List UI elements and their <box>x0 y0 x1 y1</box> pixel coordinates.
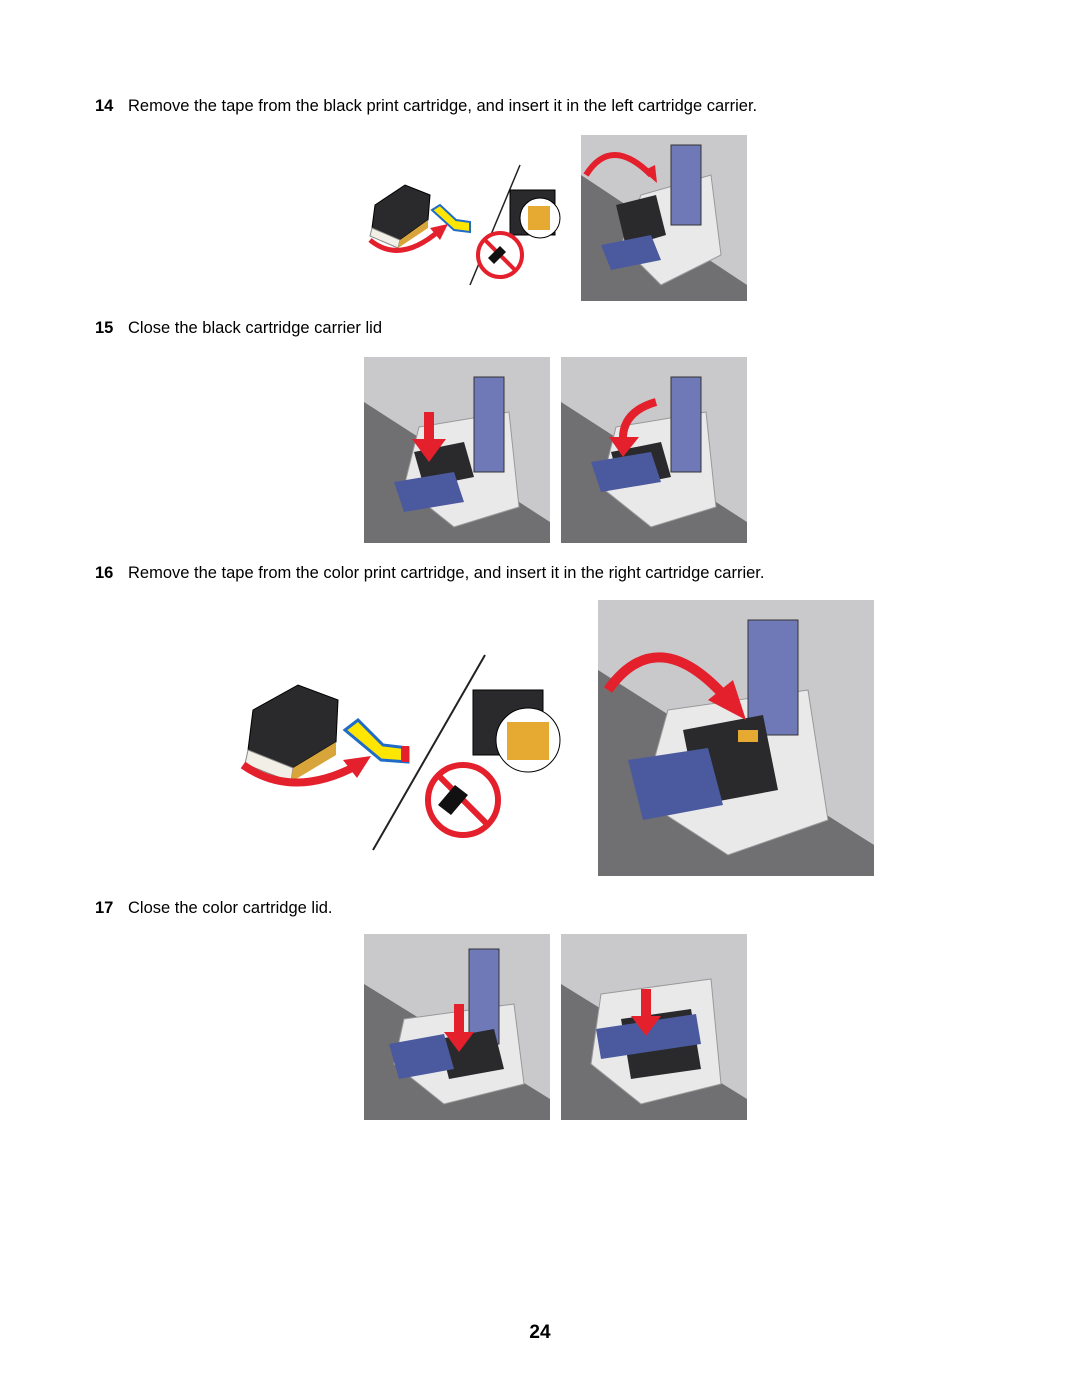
step-number: 14 <box>95 97 114 115</box>
insert-color-cartridge-panel <box>598 600 874 876</box>
step-text: Remove the tape from the color print car… <box>128 564 765 582</box>
close-color-lid-panel-2 <box>561 934 747 1120</box>
step-number: 16 <box>95 564 114 582</box>
close-color-lid-panel-1 <box>364 934 550 1120</box>
remove-tape-black-cartridge-illustration <box>368 164 561 286</box>
step-14: 14 Remove the tape from the black print c… <box>95 96 757 116</box>
step-text: Remove the tape from the black print car… <box>128 97 758 115</box>
step-16: 16 Remove the tape from the color print c… <box>95 563 764 583</box>
page-number: 24 <box>529 1322 551 1343</box>
step-17: 17 Close the color cartridge lid. <box>95 898 333 918</box>
step-text: Close the color cartridge lid. <box>128 899 333 917</box>
close-black-lid-panel-2 <box>561 357 747 543</box>
step-number: 15 <box>95 319 114 337</box>
insert-black-cartridge-panel <box>581 135 747 301</box>
close-black-lid-panel-1 <box>364 357 550 543</box>
step-text: Close the black cartridge carrier lid <box>128 319 383 337</box>
remove-tape-color-cartridge-illustration <box>240 654 561 851</box>
step-number: 17 <box>95 899 114 917</box>
step-15: 15 Close the black cartridge carrier lid <box>95 318 382 338</box>
